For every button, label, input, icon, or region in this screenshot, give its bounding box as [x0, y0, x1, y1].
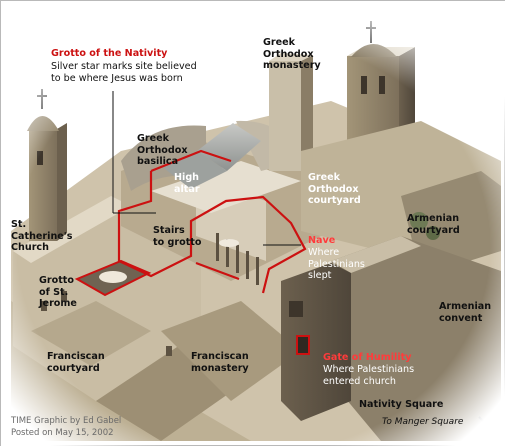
label-armenian-courtyard: Armenian courtyard — [407, 213, 460, 236]
label-armenian-convent: Armenian convent — [439, 301, 492, 324]
label-stairs: Stairs to grotto — [153, 225, 202, 248]
label-high-altar: High altar — [174, 172, 200, 195]
label-franciscan-monastery: Franciscan monastery — [191, 351, 249, 374]
note-nave: Where Palestinians slept — [308, 247, 365, 281]
label-greek-courtyard: Greek Orthodox courtyard — [308, 172, 361, 206]
label-st-catherine: St. Catherine's Church — [11, 219, 73, 253]
credit-graphic: TIME Graphic by Ed Gabel — [11, 416, 122, 426]
note-gate-humility: Where Palestinians entered church — [323, 364, 415, 387]
label-greek-basilica: Greek Orthodox basilica — [137, 133, 188, 167]
label-gate-humility: Gate of Humility — [323, 352, 412, 363]
label-nave: Nave — [308, 235, 336, 246]
label-franciscan-courtyard: Franciscan courtyard — [47, 351, 105, 374]
label-nativity-square: Nativity Square — [359, 399, 444, 410]
note-grotto-nativity: Silver star marks site believed to be wh… — [51, 61, 197, 84]
label-manger-square: To Manger Square — [382, 417, 464, 427]
label-greek-monastery: Greek Orthodox monastery — [263, 37, 321, 71]
label-grotto-jerome: Grotto of St. Jerome — [39, 275, 77, 309]
label-grotto-nativity: Grotto of the Nativity — [51, 48, 168, 59]
credit-date: Posted on May 15, 2002 — [11, 428, 114, 438]
